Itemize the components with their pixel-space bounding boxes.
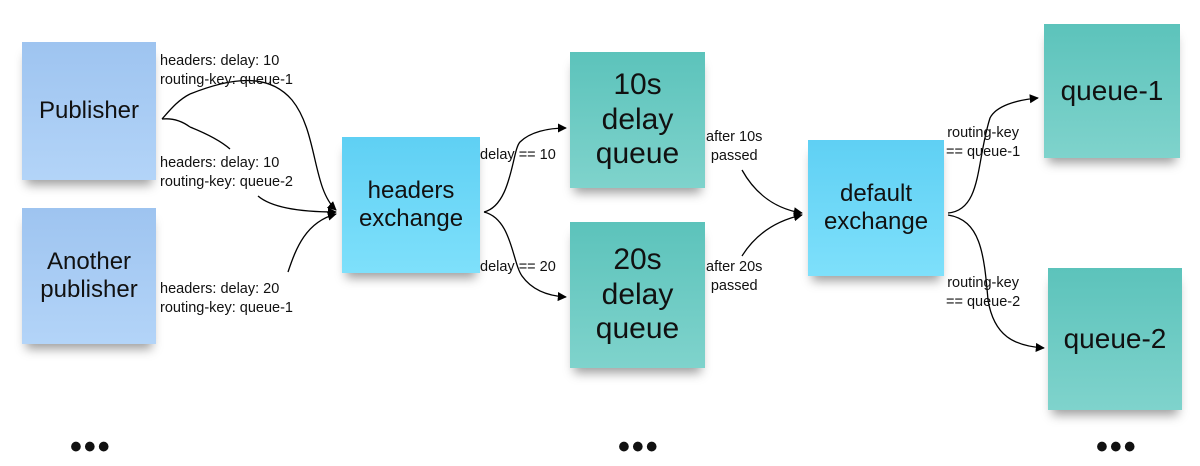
- edge-default-to-queue-2: [947, 214, 1045, 352]
- edge-10s-to-default: [741, 169, 803, 217]
- delay-queue-20s-label: 20s delay queue: [595, 243, 680, 346]
- edge-publisher-split-up: [161, 93, 191, 120]
- more-delay-queues-ellipsis: •••: [618, 428, 660, 466]
- msg2-label: headers: delay: 10 routing-key: queue-2: [160, 155, 293, 190]
- edge-20s-to-default: [741, 212, 803, 257]
- after-20s-label: after 20s passed: [706, 259, 763, 294]
- edge-publisher-split-down: [161, 118, 191, 128]
- queue-2-label: queue-2: [1063, 322, 1167, 354]
- edge-headers-to-10s: [483, 123, 567, 213]
- delay-queue-10s-label: 10s delay queue: [595, 68, 680, 171]
- publisher-node: Publisher: [22, 42, 156, 180]
- edge-msg1-to-headers-exchange: [189, 79, 337, 211]
- edge-default-to-queue-1: [947, 94, 1039, 214]
- more-queues-ellipsis: •••: [1096, 428, 1138, 466]
- headers-exchange-node: headers exchange: [342, 137, 480, 273]
- queue-1-node: queue-1: [1044, 24, 1180, 158]
- route-queue-1-label: routing-key == queue-1: [946, 125, 1021, 160]
- edge-msg3-to-headers-exchange: [287, 211, 337, 273]
- msg1-label: headers: delay: 10 routing-key: queue-1: [160, 53, 293, 88]
- queue-2-node: queue-2: [1048, 268, 1182, 410]
- delay-10-label: delay == 10: [480, 147, 556, 163]
- another-publisher-node: Another publisher: [22, 208, 156, 344]
- more-publishers-ellipsis: •••: [70, 428, 112, 466]
- msg3-label: headers: delay: 20 routing-key: queue-1: [160, 281, 293, 316]
- default-exchange-label: default exchange: [823, 180, 929, 235]
- another-publisher-label: Another publisher: [40, 248, 138, 303]
- delay-20-label: delay == 20: [480, 259, 556, 275]
- edge-msg2-to-headers-exchange-tail: [257, 195, 337, 217]
- delay-queue-20s-node: 20s delay queue: [570, 222, 705, 368]
- delay-queue-10s-node: 10s delay queue: [570, 52, 705, 188]
- publisher-label: Publisher: [38, 97, 140, 125]
- after-10s-label: after 10s passed: [706, 129, 763, 164]
- headers-exchange-label: headers exchange: [358, 177, 464, 232]
- route-queue-2-label: routing-key == queue-2: [946, 275, 1021, 310]
- queue-1-label: queue-1: [1060, 74, 1164, 106]
- edge-msg2-to-headers-exchange: [189, 126, 231, 150]
- edge-headers-to-20s: [483, 211, 567, 302]
- default-exchange-node: default exchange: [808, 140, 944, 276]
